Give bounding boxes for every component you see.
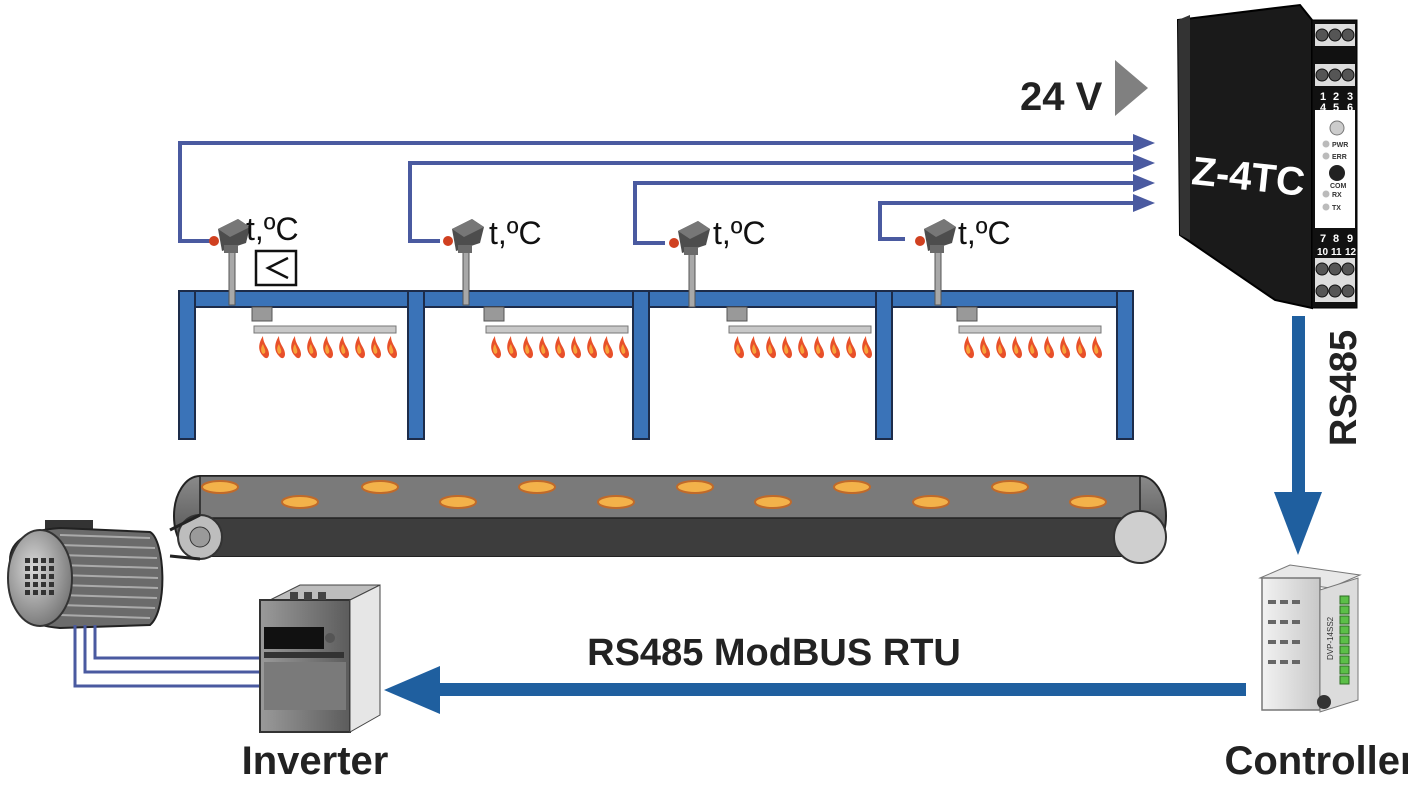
controller-plc — [1258, 564, 1362, 713]
sensor-wires — [178, 141, 1140, 245]
terminal-3: 3 — [1347, 91, 1353, 103]
heater-3 — [726, 306, 872, 359]
terminal-7: 7 — [1320, 233, 1326, 245]
thermocouple-symbol-icon — [254, 249, 298, 287]
conveyor-items — [201, 480, 1107, 509]
terminal-4: 4 — [1320, 102, 1327, 114]
z4tc-led-labels: PWR ERR COM RX TX — [1330, 142, 1348, 212]
z4tc-module — [1176, 3, 1358, 310]
terminal-2: 2 — [1333, 91, 1339, 103]
wire-sensor-3 — [633, 181, 1140, 245]
supply-arrow-icon — [1115, 60, 1148, 116]
led-tx-label: TX — [1332, 205, 1341, 212]
terminal-10: 10 — [1317, 247, 1329, 258]
wire-arrowheads — [1133, 134, 1155, 212]
plc-model-label: DVP-14SS2 — [1326, 616, 1335, 660]
sensor-label-2: t,ºC — [489, 215, 542, 251]
wire-sensor-4 — [878, 201, 1140, 241]
led-rx-label: RX — [1332, 192, 1342, 199]
sensor-label-4: t,ºC — [958, 215, 1011, 251]
heater-2 — [483, 306, 629, 359]
modbus-arrow — [384, 666, 1246, 714]
led-com-label: COM — [1330, 183, 1347, 190]
wire-sensor-1 — [178, 141, 1140, 243]
terminal-12: 12 — [1345, 247, 1357, 258]
heater-1 — [251, 306, 397, 359]
terminal-5: 5 — [1333, 102, 1339, 114]
controller-label: Controller — [1224, 739, 1408, 783]
motor-cables — [73, 625, 262, 688]
terminal-11: 11 — [1331, 247, 1342, 258]
oven-frame — [178, 290, 1134, 440]
terminal-1: 1 — [1320, 91, 1326, 103]
terminal-6: 6 — [1347, 102, 1353, 114]
wire-sensor-2 — [408, 161, 1140, 243]
heater-4 — [956, 306, 1102, 359]
sensor-label-1: t,ºC — [246, 211, 299, 247]
led-pwr-label: PWR — [1332, 142, 1348, 149]
rs485-label: RS485 — [1323, 330, 1365, 446]
z4tc-terminal-labels: 1 2 3 4 5 6 7 8 9 10 11 12 — [1317, 91, 1357, 258]
motor — [7, 513, 201, 630]
inverter-label: Inverter — [242, 739, 389, 783]
terminal-9: 9 — [1347, 233, 1353, 245]
inverter-device — [259, 584, 381, 733]
led-err-label: ERR — [1332, 154, 1347, 161]
terminal-8: 8 — [1333, 233, 1339, 245]
supply-label: 24 V — [1020, 75, 1103, 119]
sensor-label-3: t,ºC — [713, 215, 766, 251]
rs485-arrow — [1274, 316, 1322, 555]
conveyor-belt — [173, 475, 1167, 564]
modbus-label: RS485 ModBUS RTU — [587, 632, 961, 674]
belt-roller-right — [1113, 510, 1167, 564]
